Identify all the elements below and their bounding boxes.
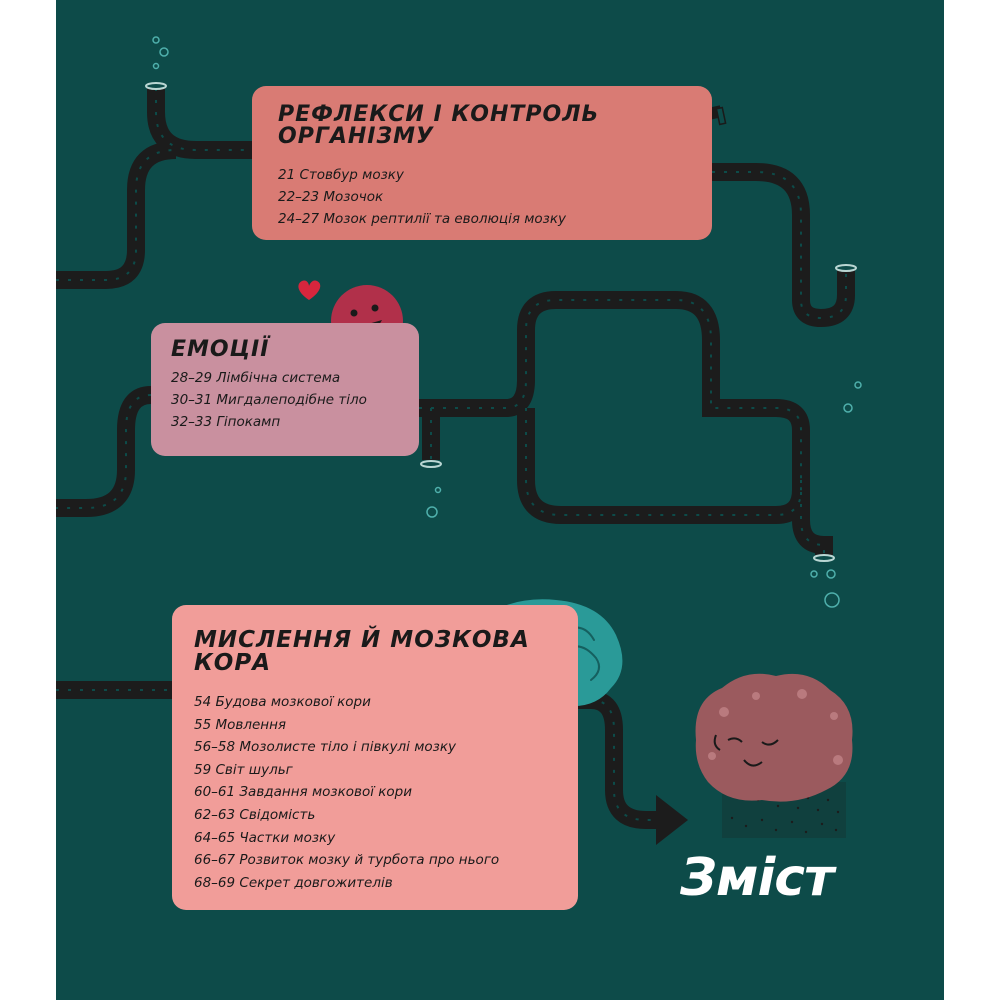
arrow-icon xyxy=(656,795,688,845)
section-card-reflexes: Рефлекси і контроль організму 21 Стовбур… xyxy=(252,86,712,240)
section-card-emotions: Емоції 28–29 Лімбічна система 30–31 Мигд… xyxy=(151,323,419,456)
sleepy-brain-icon xyxy=(695,673,853,838)
contents-item[interactable]: 62–63 Свідомість xyxy=(194,806,316,823)
contents-item[interactable]: 54 Будова мозкової кори xyxy=(194,694,371,710)
contents-item[interactable]: 55 Мовлення xyxy=(194,716,287,733)
section-card-thinking: Мислення й мозкова кора 54 Будова мозков… xyxy=(172,605,578,910)
contents-item[interactable]: 32–33 Гіпокамп xyxy=(171,414,281,430)
contents-item[interactable]: 56–58 Мозолисте тіло і півкулі мозку xyxy=(194,739,456,756)
page-title: Зміст xyxy=(680,848,834,908)
section-title: Рефлекси і контроль організму xyxy=(278,102,600,149)
section-title: Емоції xyxy=(171,337,270,362)
pipes xyxy=(56,82,857,829)
contents-item[interactable]: 59 Світ шульг xyxy=(194,761,293,778)
contents-item[interactable]: 64–65 Частки мозку xyxy=(194,829,336,846)
contents-item[interactable]: 68–69 Секрет довгожителів xyxy=(194,874,393,891)
contents-item[interactable]: 21 Стовбур мозку xyxy=(278,167,404,183)
section-items: 54 Будова мозкової кори 55 Мовлення 56–5… xyxy=(194,691,578,894)
contents-item[interactable]: 60–61 Завдання мозкової кори xyxy=(194,784,413,801)
heart-icon xyxy=(298,280,321,300)
contents-item[interactable]: 66–67 Розвиток мозку й турбота про нього xyxy=(194,852,500,869)
section-items: 28–29 Лімбічна система 30–31 Мигдалеподі… xyxy=(171,367,419,433)
contents-item[interactable]: 28–29 Лімбічна система xyxy=(171,370,341,386)
contents-item[interactable]: 24–27 Мозок рептилії та еволюція мозку xyxy=(278,211,567,227)
bubbles xyxy=(152,36,862,608)
section-items: 21 Стовбур мозку 22–23 Мозочок 24–27 Моз… xyxy=(278,164,712,230)
contents-item[interactable]: 30–31 Мигдалеподібне тіло xyxy=(171,392,367,408)
section-title: Мислення й мозкова кора xyxy=(194,627,530,676)
contents-item[interactable]: 22–23 Мозочок xyxy=(278,189,384,205)
contents-page: Рефлекси і контроль організму 21 Стовбур… xyxy=(56,0,944,1000)
